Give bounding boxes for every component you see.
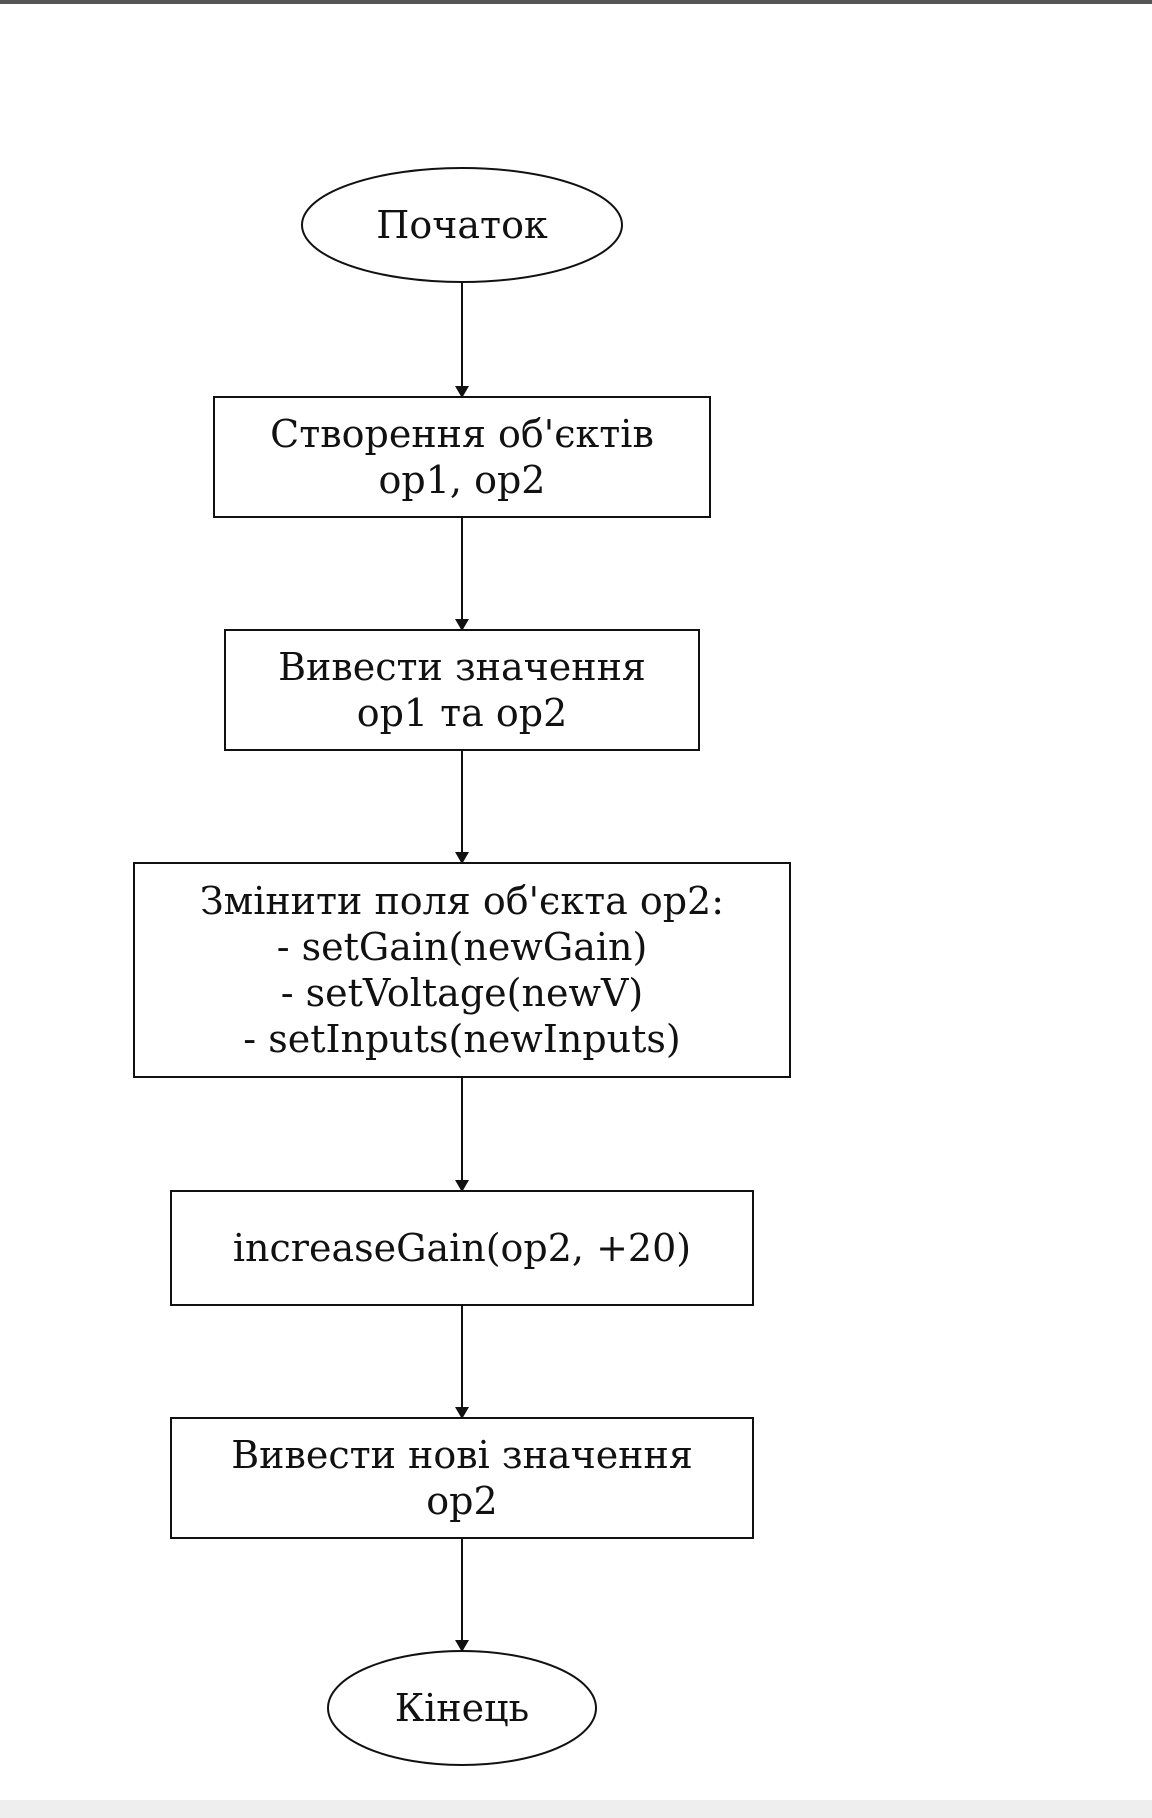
rect-node-shape <box>170 1417 754 1539</box>
node-label-line: - setGain(newGain) <box>277 925 648 969</box>
window-top-border <box>0 0 1152 4</box>
node-label-line: Початок <box>376 203 548 247</box>
window-bottom-strip <box>0 1800 1152 1818</box>
node-increase: increaseGain(op2, +20) <box>170 1190 754 1306</box>
rect-node-shape <box>213 396 711 518</box>
ellipse-node-shape <box>301 167 623 283</box>
rect-node-shape <box>133 862 791 1078</box>
node-label-line: op2 <box>426 1479 497 1523</box>
rect-node-shape <box>224 629 700 751</box>
node-label-line: Кінець <box>395 1686 530 1730</box>
node-label-line: - setInputs(newInputs) <box>243 1017 680 1061</box>
rect-node-shape <box>170 1190 754 1306</box>
node-label-line: Змінити поля об'єкта op2: <box>200 879 724 923</box>
node-label-line: Вивести значення <box>278 645 646 689</box>
node-label-line: Вивести нові значення <box>231 1433 693 1477</box>
node-start: Початок <box>301 167 623 283</box>
node-modify: Змінити поля об'єкта op2:- setGain(newGa… <box>133 862 791 1078</box>
node-label-line: increaseGain(op2, +20) <box>233 1226 691 1270</box>
node-label-line: - setVoltage(newV) <box>281 971 643 1015</box>
node-label-line: op1 та op2 <box>357 691 568 735</box>
node-label-line: Створення об'єктів <box>270 412 654 456</box>
node-label-line: op1, op2 <box>379 458 546 502</box>
ellipse-node-shape <box>327 1650 597 1766</box>
node-end: Кінець <box>327 1650 597 1766</box>
